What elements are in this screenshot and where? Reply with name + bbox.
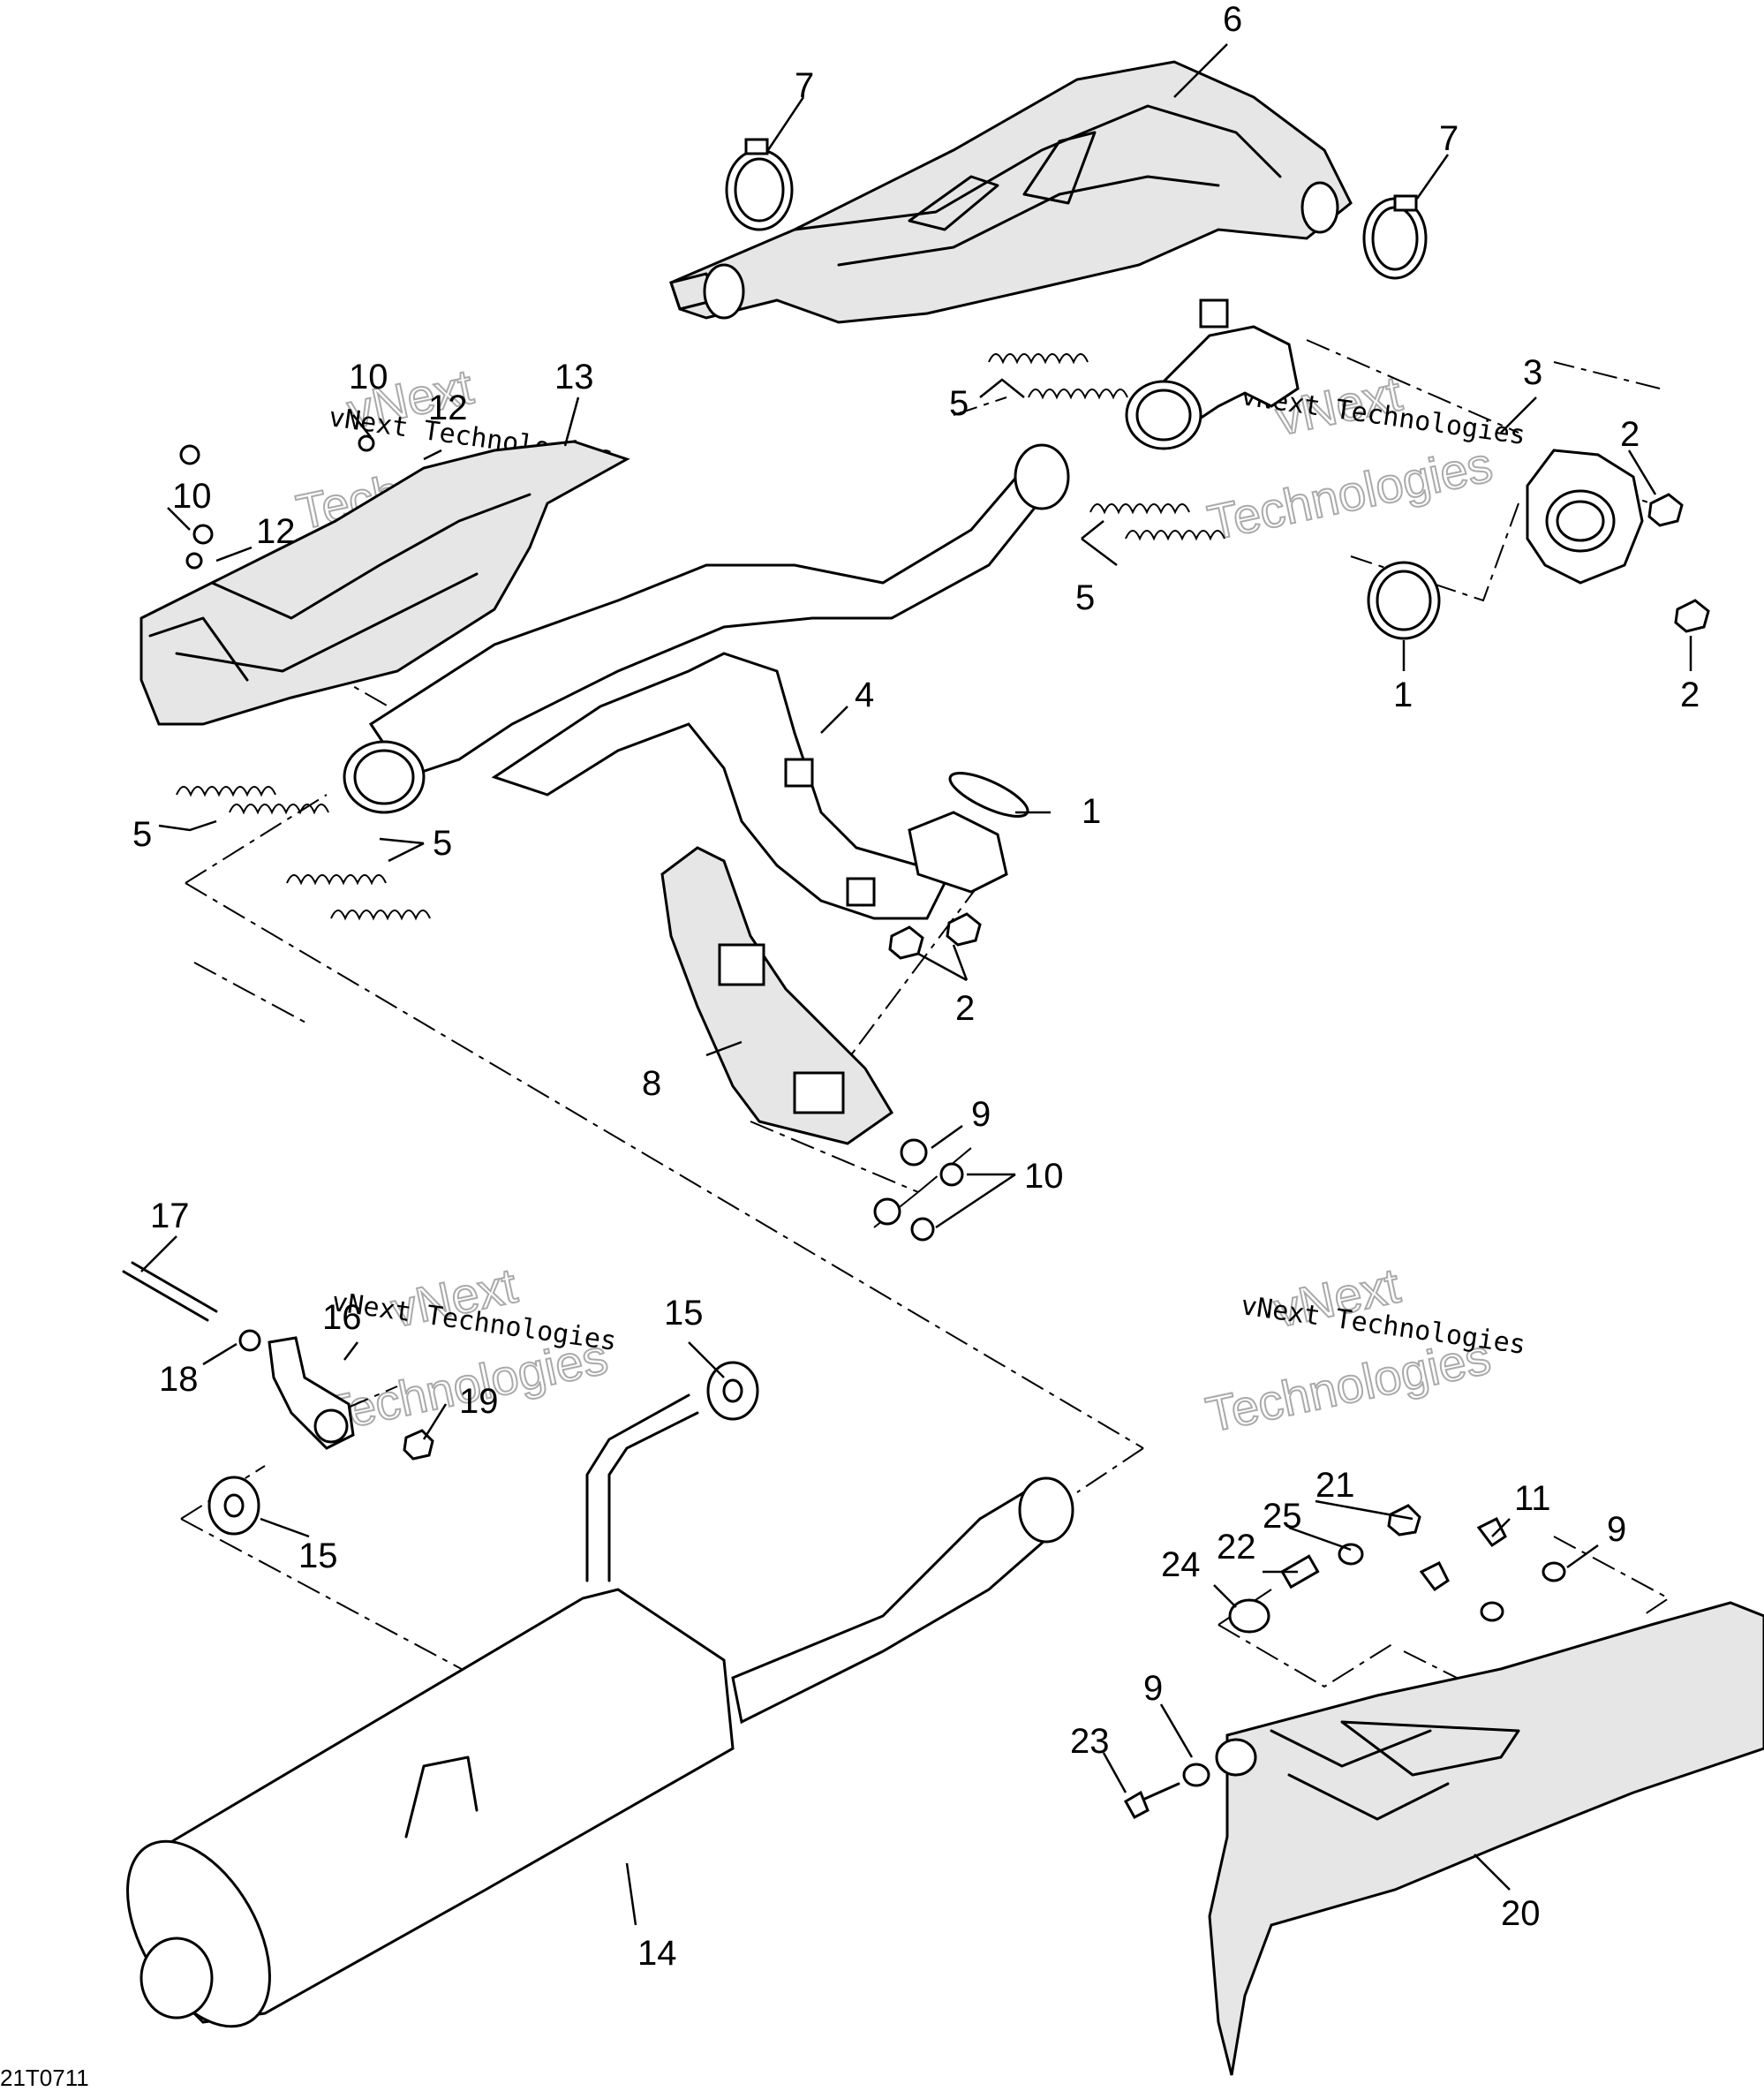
callout-7: 7 xyxy=(1439,119,1459,158)
callout-1: 1 xyxy=(1393,676,1413,714)
callout-18: 18 xyxy=(159,1360,199,1399)
callout-19: 19 xyxy=(459,1382,499,1421)
callout-11: 11 xyxy=(1514,1479,1551,1518)
part-16-19-bracket xyxy=(122,1261,434,1461)
callout-2: 2 xyxy=(1620,415,1640,454)
leader-lines xyxy=(140,43,1692,1926)
watermark-word: Technologies xyxy=(1203,436,1497,551)
part-2-nuts xyxy=(888,493,1710,960)
part-4-y-pipe xyxy=(343,443,1070,920)
callout-15: 15 xyxy=(664,1294,704,1333)
callout-23: 23 xyxy=(1070,1722,1110,1761)
callout-10: 10 xyxy=(349,358,388,396)
callout-16: 16 xyxy=(322,1298,362,1337)
callout-5: 5 xyxy=(1075,578,1095,617)
callout-13: 13 xyxy=(554,358,594,396)
callout-2: 2 xyxy=(1680,676,1700,714)
callout-3: 3 xyxy=(1523,353,1542,392)
part-5-springs xyxy=(176,353,1225,921)
part-13-heat-shield-left xyxy=(139,440,630,726)
callout-1: 1 xyxy=(1082,792,1101,831)
callout-12: 12 xyxy=(428,389,468,427)
callout-10: 10 xyxy=(1024,1157,1064,1196)
callout-25: 25 xyxy=(1263,1497,1302,1536)
part-6-heat-shield-upper xyxy=(669,60,1353,324)
callout-8: 8 xyxy=(642,1064,661,1103)
part-3-header-pipe xyxy=(1125,298,1644,585)
callout-10: 10 xyxy=(172,477,212,516)
callout-labels: 6 7 7 3 2 2 1 5 5 10 12 13 10 12 4 1 5 5… xyxy=(132,0,1700,1973)
callout-14: 14 xyxy=(637,1934,677,1973)
callout-4: 4 xyxy=(855,676,874,714)
part-15-grommets xyxy=(207,1361,759,1536)
callout-9: 9 xyxy=(1607,1510,1626,1549)
callout-9: 9 xyxy=(1143,1669,1163,1708)
callout-9: 9 xyxy=(971,1095,991,1134)
part-7-clamp-left xyxy=(725,138,794,231)
part-1-gasket-right xyxy=(1367,561,1441,640)
callout-2: 2 xyxy=(955,989,975,1028)
part-8-heat-shield-lower xyxy=(660,846,894,1145)
callout-5: 5 xyxy=(949,384,969,423)
callout-22: 22 xyxy=(1217,1528,1256,1567)
callout-7: 7 xyxy=(795,66,814,105)
part-9-10-washers xyxy=(179,434,964,1242)
callout-12: 12 xyxy=(256,512,296,551)
parts-21-25-hardware xyxy=(1123,1504,1566,1820)
callout-21: 21 xyxy=(1315,1466,1355,1505)
callout-5: 5 xyxy=(433,824,452,863)
callout-24: 24 xyxy=(1161,1545,1201,1584)
part-14-muffler xyxy=(126,1393,1074,2028)
drawing-code: 21T0711 xyxy=(0,2065,89,2091)
watermark-bottom-right: vNext Technologies vNext Technologies xyxy=(1201,1257,1527,1444)
callout-17: 17 xyxy=(150,1197,190,1235)
callout-15: 15 xyxy=(298,1536,338,1575)
callout-20: 20 xyxy=(1501,1894,1541,1933)
callout-6: 6 xyxy=(1223,0,1242,39)
callout-5: 5 xyxy=(132,815,152,854)
part-20-muffler-heat-shield xyxy=(1208,1601,1764,2076)
part-7-clamp-right xyxy=(1362,194,1428,280)
